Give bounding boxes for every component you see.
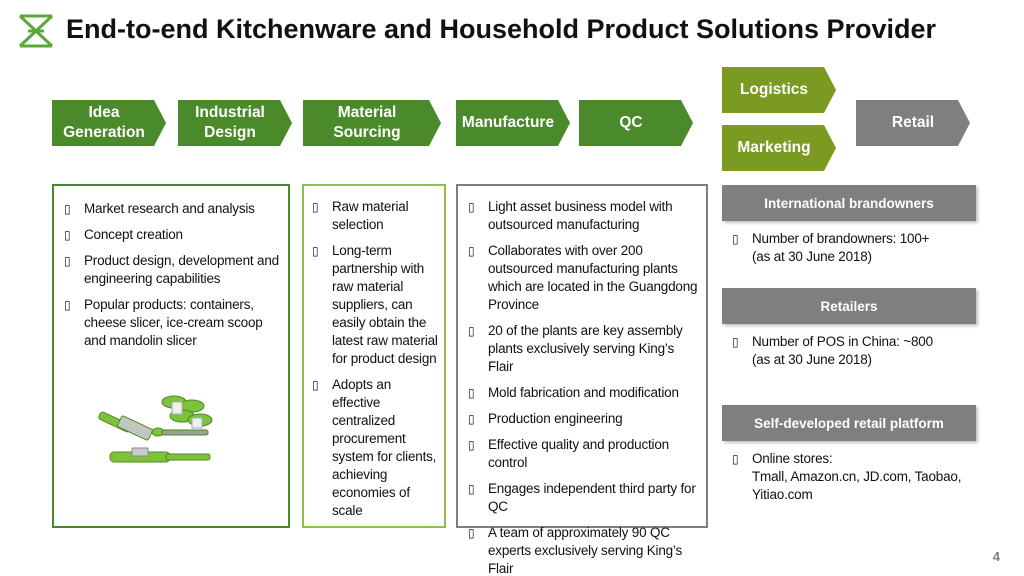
- list-item: Number of POS in China: ~800 (as at 30 Ju…: [732, 333, 992, 369]
- step-label: Retail: [891, 114, 935, 131]
- list-item: Effective quality and production control: [466, 436, 702, 472]
- list-item: Online stores: Tmall, Amazon.cn, JD.com, …: [732, 450, 992, 504]
- list-item: Production engineering: [466, 410, 702, 428]
- retailers-list: Number of POS in China: ~800 (as at 30 Ju…: [732, 333, 992, 369]
- page-title: End-to-end Kitchenware and Household Pro…: [66, 14, 937, 44]
- list-item: Long-term partnership with raw material …: [310, 242, 438, 368]
- international-brandowners-list: Number of brandowners: 100+ (as at 30 Jun…: [732, 230, 992, 266]
- list-item-text: Number of brandowners: 100+: [752, 231, 930, 246]
- step-retail: Retail: [856, 100, 970, 146]
- list-item-text: (as at 30 June 2018): [752, 352, 872, 367]
- list-item: Market research and analysis: [62, 200, 280, 218]
- box-manufacture-qc: Light asset business model with outsourc…: [456, 184, 708, 576]
- list-item-text: Number of POS in China: ~800: [752, 334, 933, 349]
- bullet-list: Market research and analysis Concept cre…: [62, 200, 280, 350]
- box-idea-design: Market research and analysis Concept cre…: [52, 184, 290, 528]
- box-material-sourcing: Raw material selection Long-term partner…: [302, 184, 446, 528]
- list-item: Number of brandowners: 100+ (as at 30 Jun…: [732, 230, 992, 266]
- international-brandowners-header: International brandowners: [722, 185, 976, 221]
- self-developed-platform-header: Self-developed retail platform: [722, 405, 976, 441]
- list-item: Light asset business model with outsourc…: [466, 198, 702, 234]
- step-material-sourcing: Material Sourcing: [303, 100, 441, 146]
- list-item-text: (as at 30 June 2018): [752, 249, 872, 264]
- step-manufacture: Manufacture: [456, 100, 570, 146]
- list-item: Engages independent third party for QC: [466, 480, 702, 516]
- list-item: 20 of the plants are key assembly plants…: [466, 322, 702, 376]
- list-item: Adopts an effective centralized procurem…: [310, 376, 438, 520]
- page-number: 4: [992, 549, 1000, 564]
- list-item: Popular products: containers, cheese sli…: [62, 296, 280, 350]
- step-label: Logistics: [739, 81, 809, 98]
- bullet-list: Raw material selection Long-term partner…: [310, 198, 438, 520]
- step-qc: QC: [579, 100, 693, 146]
- list-item: A team of approximately 90 QC experts ex…: [466, 524, 702, 576]
- step-marketing: Marketing: [722, 125, 836, 171]
- retailers-header: Retailers: [722, 288, 976, 324]
- step-label: Idea Generation: [63, 104, 145, 141]
- step-label: Manufacture: [461, 114, 555, 131]
- platform-list: Online stores: Tmall, Amazon.cn, JD.com, …: [732, 450, 992, 504]
- step-label: QC: [619, 114, 643, 131]
- list-item: Mold fabrication and modification: [466, 384, 702, 402]
- step-logistics: Logistics: [722, 67, 836, 113]
- step-label: Marketing: [737, 139, 811, 156]
- kitchenware-products-image: [98, 395, 213, 463]
- list-item-text: Online stores:: [752, 451, 833, 466]
- company-logo-icon: [18, 14, 54, 48]
- list-item: Raw material selection: [310, 198, 438, 234]
- list-item: Product design, development and engineer…: [62, 252, 280, 288]
- step-label: Material Sourcing: [333, 104, 401, 141]
- step-idea-generation: Idea Generation: [52, 100, 166, 146]
- list-item-text: Tmall, Amazon.cn, JD.com, Taobao,: [752, 469, 962, 484]
- list-item-text: Yitiao.com: [752, 487, 813, 502]
- list-item: Collaborates with over 200 outsourced ma…: [466, 242, 702, 314]
- step-label: Industrial Design: [195, 104, 265, 141]
- step-industrial-design: Industrial Design: [178, 100, 292, 146]
- list-item: Concept creation: [62, 226, 280, 244]
- bullet-list: Light asset business model with outsourc…: [466, 198, 702, 576]
